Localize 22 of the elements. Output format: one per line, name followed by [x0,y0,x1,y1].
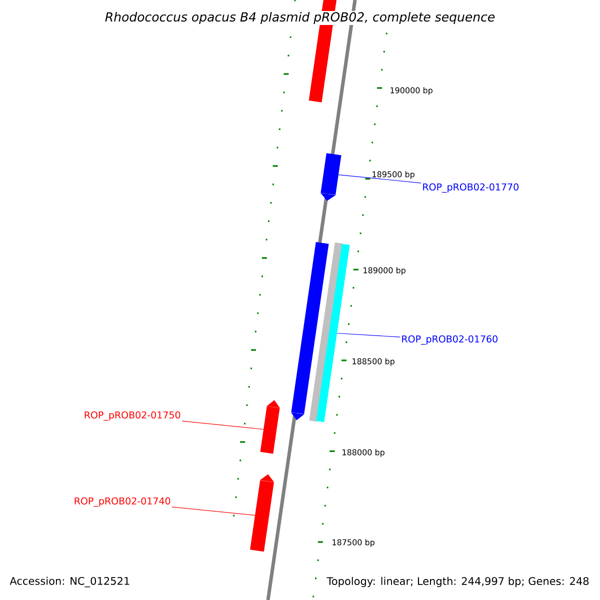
tick-label: 188000 bp [342,449,384,457]
leader-line [182,420,264,430]
tick-label: 189500 bp [372,171,414,179]
gene-block [250,474,274,552]
gene-block [316,244,350,422]
tick-label: 188500 bp [352,358,394,366]
title: Rhodococcus opacus B4 plasmid pROB02, complete sequence [104,10,496,26]
tick-label: 189000 bp [364,267,406,275]
tick-label: 187500 bp [332,539,374,547]
gene-block [291,242,329,420]
info-text: Topology: linear; Length: 244,997 bp; Genes: 248 [326,576,589,588]
leader-line [338,174,422,184]
tick-label: 190000 bp [390,87,432,95]
gene-block [320,153,342,201]
gene-label: ROP_pROB02-01740 [74,497,170,507]
leader-line [336,332,400,338]
gene-label: ROP_pROB02-01770 [423,183,518,193]
leader-line [172,506,256,516]
gene-label: ROP_pROB02-01760 [402,335,498,345]
gene-label: ROP_pROB02-01750 [84,411,180,421]
gene-block [260,400,280,454]
info-text: Accession: NC_012521 [10,576,130,588]
